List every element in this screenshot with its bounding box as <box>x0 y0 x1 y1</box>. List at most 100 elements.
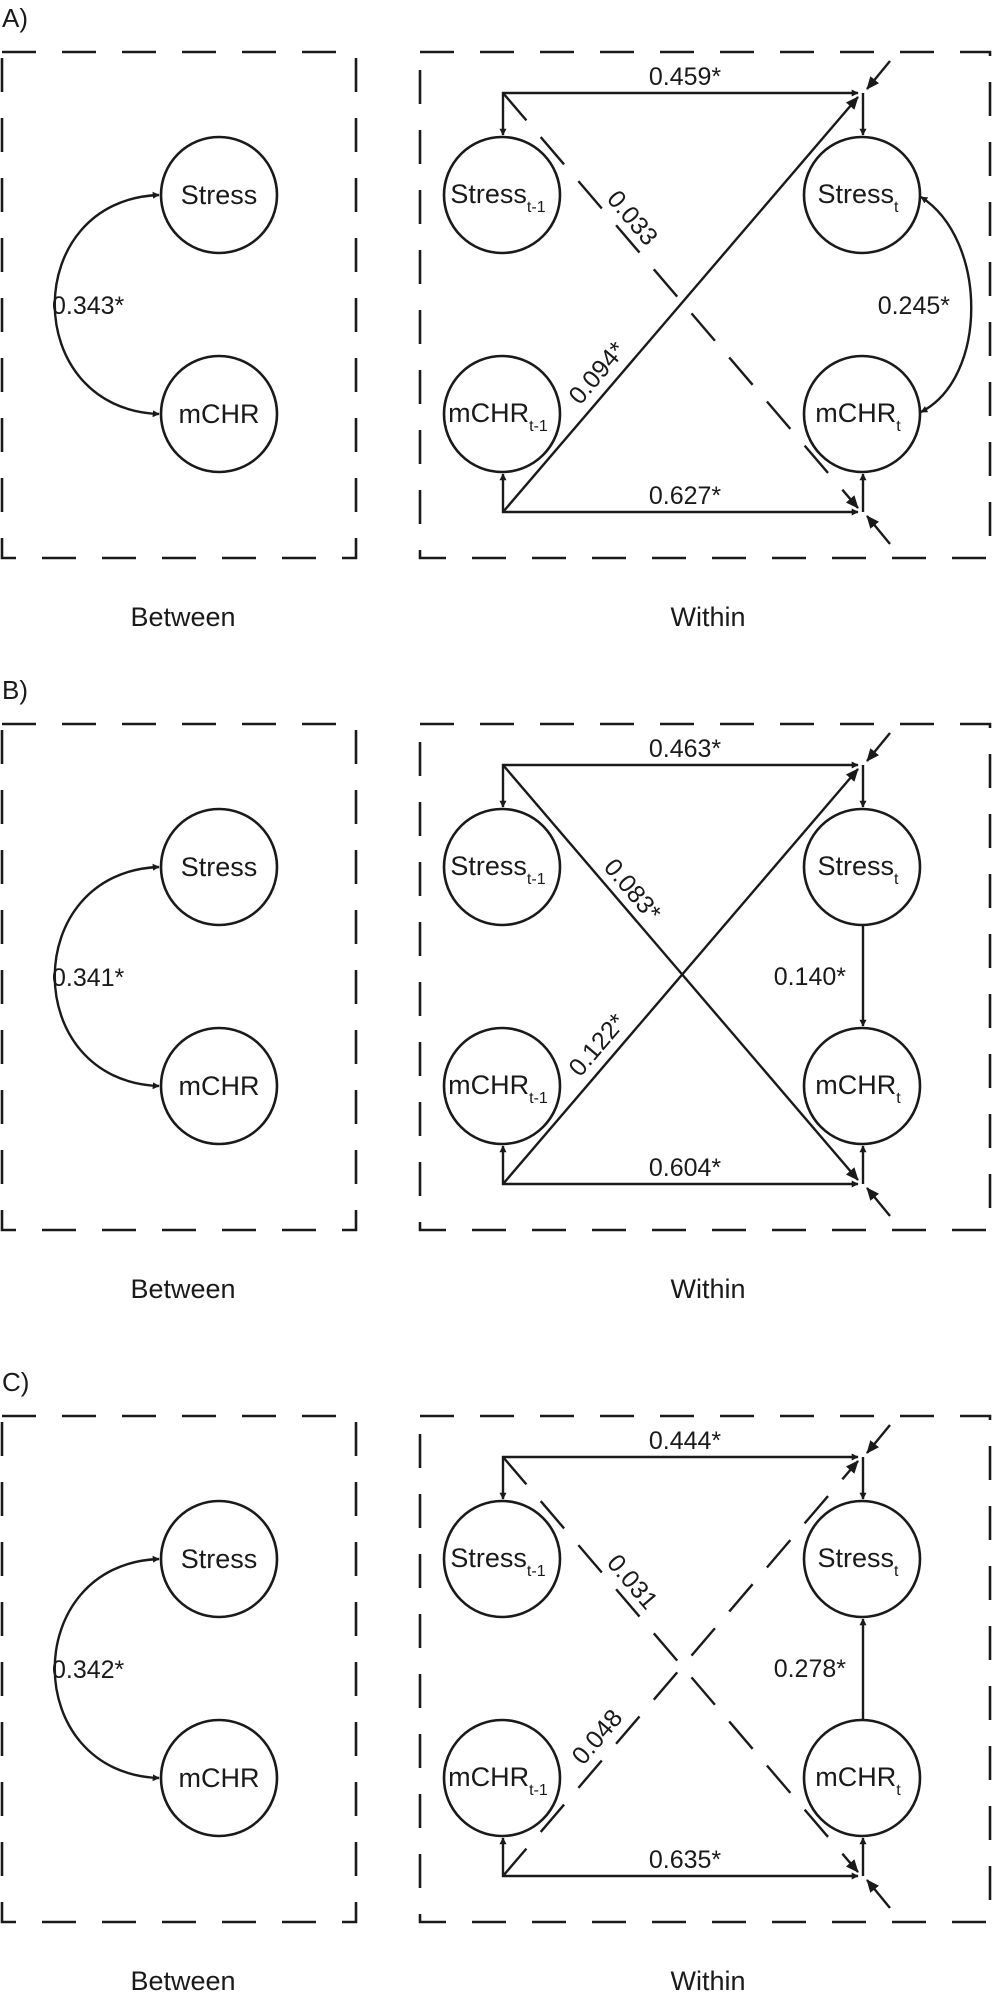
stress-autoregressive-label: 0.463* <box>649 735 722 763</box>
contemporaneous-label: 0.278* <box>774 1655 847 1683</box>
within-stress-current-node-label: Stresst <box>818 851 900 888</box>
within-stress-current-node-label-name: Stress <box>818 1543 895 1573</box>
within-stress-lag-node-label-subscript: t-1 <box>527 871 546 888</box>
within-mchr-lag-node <box>442 1026 562 1146</box>
within-mchr-current-node-label-name: mCHR <box>815 1762 896 1792</box>
between-mchr-label: mCHR <box>179 399 260 429</box>
within-stress-lag-node-label: Stresst-1 <box>450 179 545 216</box>
between-correlation-arrow <box>53 1555 160 1782</box>
within-stress-lag-node-label: Stresst-1 <box>450 1543 545 1580</box>
within-mchr-lag-node-label-subscript: t-1 <box>529 418 548 435</box>
within-caption: Within <box>670 1274 745 1304</box>
within-stress-lag-node <box>442 807 562 927</box>
within-mchr-current-node-label: mCHRt <box>815 1070 901 1107</box>
between-stress-node <box>159 807 279 927</box>
between-stress-label-name: Stress <box>181 1544 258 1574</box>
panel-c: C)StressmCHR0.342*0.444*0.635*0.0310.048… <box>0 1367 992 1992</box>
between-mchr-label-name: mCHR <box>179 1071 260 1101</box>
between-stress-label-name: Stress <box>181 852 258 882</box>
mchr-to-stress-lagged-arrow <box>502 768 859 1185</box>
within-mchr-current-node-label-subscript: t <box>896 1782 901 1799</box>
mchr-residual-arrow <box>866 1879 891 1909</box>
mchr-to-stress-lagged-arrow <box>502 96 859 513</box>
between-correlation-arrow <box>53 191 160 418</box>
contemporaneous-arrow <box>920 195 973 414</box>
between-correlation-label: 0.343* <box>52 292 125 320</box>
within-stress-lag-node-label-name: Stress <box>450 851 527 881</box>
mchr-to-stress-lagged-label: 0.048 <box>566 1704 628 1770</box>
within-stress-lag-node-label-name: Stress <box>450 1543 527 1573</box>
within-mchr-lag-node <box>442 354 562 474</box>
stress-to-mchr-lagged-label: 0.031 <box>601 1549 663 1615</box>
within-stress-current-node-label: Stresst <box>818 179 900 216</box>
within-stress-lag-node-label-subscript: t-1 <box>527 199 546 216</box>
within-stress-current-node <box>802 1499 922 1619</box>
between-caption: Between <box>130 1274 235 1304</box>
stress-autoregressive-arrow <box>499 89 859 136</box>
within-stress-current-node-label-subscript: t <box>894 871 899 888</box>
within-stress-lag-node-label-subscript: t-1 <box>527 1563 546 1580</box>
within-mchr-lag-node-label-subscript: t-1 <box>529 1090 548 1107</box>
within-mchr-current-node <box>802 1718 922 1838</box>
between-correlation-arrow <box>53 863 160 1090</box>
within-mchr-lag-node-label-name: mCHR <box>448 1762 529 1792</box>
within-mchr-lag-node-label: mCHRt-1 <box>448 398 548 435</box>
within-mchr-lag-node-label-subscript: t-1 <box>529 1782 548 1799</box>
stress-autoregressive-label: 0.459* <box>649 63 722 91</box>
within-stress-lag-node <box>442 1499 562 1619</box>
within-stress-current-node-label-name: Stress <box>818 179 895 209</box>
between-caption: Between <box>130 1966 235 1992</box>
between-box <box>0 1414 358 1924</box>
between-stress-label-name: Stress <box>181 180 258 210</box>
within-stress-current-node-label-name: Stress <box>818 851 895 881</box>
stress-residual-arrow <box>866 732 891 762</box>
within-mchr-current-node <box>802 354 922 474</box>
within-stress-current-node <box>802 807 922 927</box>
stress-residual-arrow <box>866 1424 891 1454</box>
panel-label: B) <box>2 675 28 705</box>
panel-a: A)StressmCHR0.343*0.459*0.627*0.0330.094… <box>0 3 992 632</box>
within-mchr-lag-node <box>442 1718 562 1838</box>
within-mchr-lag-node-label-name: mCHR <box>448 1070 529 1100</box>
contemporaneous-label: 0.140* <box>774 963 847 991</box>
mchr-autoregressive-label: 0.635* <box>649 1846 722 1874</box>
panel-label: C) <box>2 1367 29 1397</box>
between-mchr-node <box>159 1718 279 1838</box>
within-mchr-current-node-label-subscript: t <box>896 418 901 435</box>
within-caption: Within <box>670 1966 745 1992</box>
stress-autoregressive-arrow <box>499 761 859 808</box>
within-mchr-current-node-label-subscript: t <box>896 1090 901 1107</box>
stress-to-mchr-lagged-label: 0.033 <box>601 185 663 251</box>
within-mchr-current-node <box>802 1026 922 1146</box>
within-mchr-current-node-label-name: mCHR <box>815 1070 896 1100</box>
between-stress-label: Stress <box>181 180 258 210</box>
stress-autoregressive-arrow <box>499 1453 859 1500</box>
mchr-autoregressive-label: 0.627* <box>649 482 722 510</box>
between-mchr-label: mCHR <box>179 1763 260 1793</box>
contemporaneous-label: 0.245* <box>878 292 951 320</box>
stress-to-mchr-lagged-arrow <box>502 1456 859 1873</box>
within-stress-lag-node-label-name: Stress <box>450 179 527 209</box>
between-box <box>0 50 358 560</box>
between-stress-label: Stress <box>181 852 258 882</box>
mchr-residual-arrow <box>866 515 891 545</box>
mchr-to-stress-lagged-arrow <box>502 1460 859 1877</box>
within-mchr-current-node-label: mCHRt <box>815 398 901 435</box>
within-stress-current-node-label: Stresst <box>818 1543 900 1580</box>
within-mchr-lag-node-label: mCHRt-1 <box>448 1070 548 1107</box>
between-mchr-node <box>159 354 279 474</box>
mchr-autoregressive-label: 0.604* <box>649 1154 722 1182</box>
between-mchr-label-name: mCHR <box>179 1763 260 1793</box>
within-mchr-lag-node-label: mCHRt-1 <box>448 1762 548 1799</box>
stress-to-mchr-lagged-arrow <box>502 92 859 509</box>
within-stress-lag-node <box>442 135 562 255</box>
panel-label: A) <box>2 3 28 33</box>
between-correlation-label: 0.342* <box>52 1656 125 1684</box>
within-mchr-current-node-label-name: mCHR <box>815 398 896 428</box>
panel-b: B)StressmCHR0.341*0.463*0.604*0.083*0.12… <box>0 675 992 1304</box>
between-stress-label: Stress <box>181 1544 258 1574</box>
within-stress-lag-node-label: Stresst-1 <box>450 851 545 888</box>
between-stress-node <box>159 135 279 255</box>
mchr-residual-arrow <box>866 1187 891 1217</box>
